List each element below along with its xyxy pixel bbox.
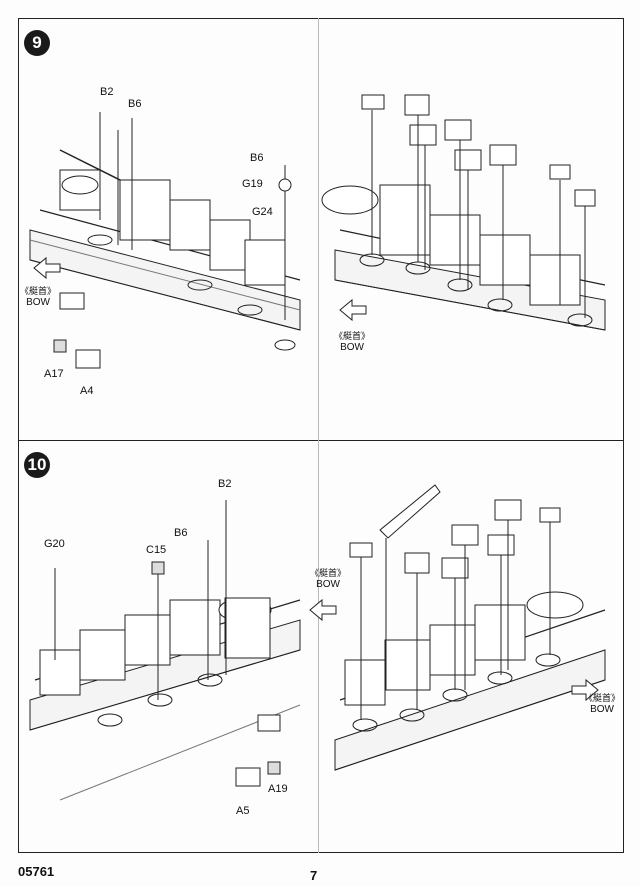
step-10-badge: 10 (24, 452, 50, 478)
bow-label-step10-right: 《艇首》 BOW (584, 693, 620, 715)
product-code: 05761 (18, 864, 55, 879)
part-label-a4: A4 (80, 385, 94, 397)
bow-label-step9-right: 《艇首》 BOW (334, 331, 370, 353)
page-number: 7 (310, 868, 318, 883)
part-label-b6-right: B6 (250, 152, 264, 164)
part-label-g24: G24 (252, 206, 273, 218)
part-label-c15: C15 (146, 544, 167, 556)
part-label-b2: B2 (218, 478, 232, 490)
part-label-b6-top: B6 (128, 98, 142, 110)
bow-en: BOW (340, 342, 364, 353)
bow-cn: 《艇首》 (584, 693, 621, 703)
bow-cn: 《艇首》 (334, 331, 371, 341)
step-divider (18, 440, 624, 441)
part-label-g20: G20 (44, 538, 65, 550)
bow-cn: 《艇首》 (310, 568, 347, 578)
bow-en: BOW (26, 297, 50, 308)
part-label-a19: A19 (268, 783, 288, 795)
part-label-a5: A5 (236, 805, 250, 817)
part-label-a17: A17 (44, 368, 64, 380)
page-frame (18, 18, 624, 853)
bow-cn: 《艇首》 (20, 286, 57, 296)
bow-label-step9-left: 《艇首》 BOW (20, 286, 56, 308)
step-9-badge: 9 (24, 30, 50, 56)
part-label-b6: B6 (174, 527, 188, 539)
column-divider (318, 18, 319, 853)
part-label-g19: G19 (242, 178, 263, 190)
part-label-b2: B2 (100, 86, 114, 98)
bow-en: BOW (590, 704, 614, 715)
bow-en: BOW (316, 579, 340, 590)
bow-label-step10-left: 《艇首》 BOW (310, 568, 346, 590)
